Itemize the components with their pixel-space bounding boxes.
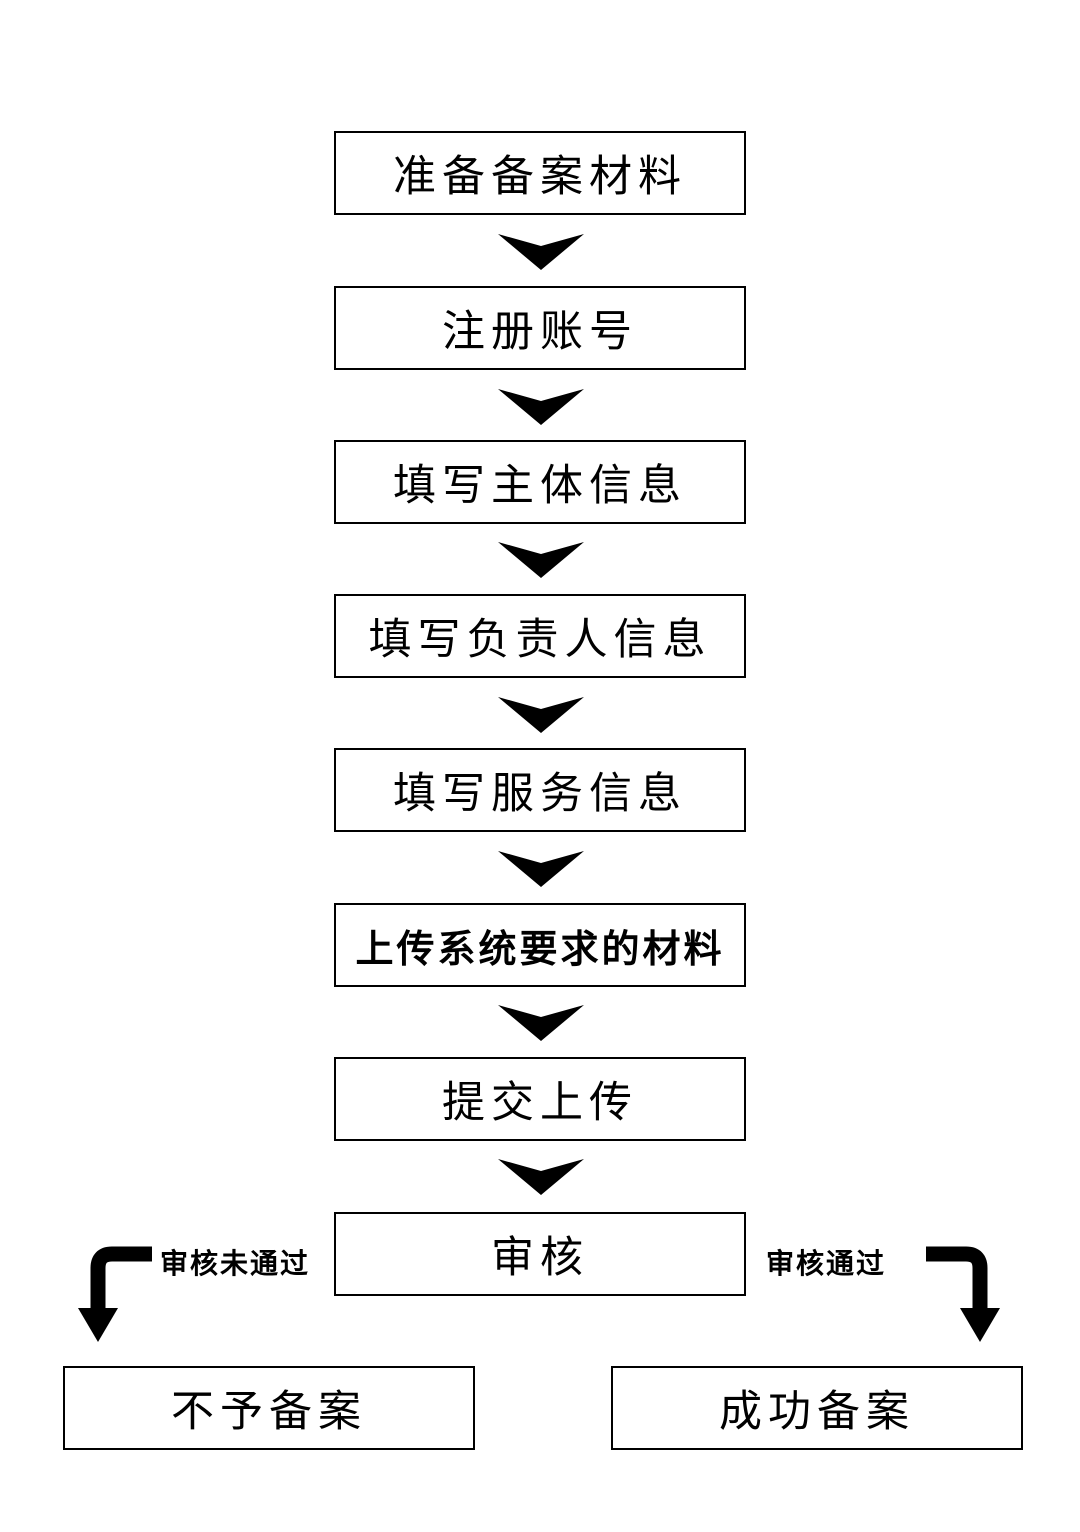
step-fill-entity-info-label: 填写主体信息 bbox=[393, 461, 687, 511]
fail-branch-arrow-icon bbox=[78, 1246, 152, 1342]
step-submit-upload-label: 提交上传 bbox=[442, 1078, 638, 1128]
step-fill-responsible-info-label: 填写负责人信息 bbox=[368, 615, 712, 665]
step-register-account: 注册账号 bbox=[334, 286, 746, 370]
flow-chevron-7 bbox=[498, 1159, 584, 1195]
step-fill-service-info-label: 填写服务信息 bbox=[393, 769, 687, 819]
flow-chevron-4 bbox=[498, 697, 584, 733]
result-success-label: 成功备案 bbox=[719, 1387, 915, 1437]
flow-chevron-1 bbox=[498, 234, 584, 270]
fail-branch-label: 审核未通过 bbox=[160, 1247, 311, 1280]
step-fill-responsible-info: 填写负责人信息 bbox=[334, 594, 746, 678]
result-success: 成功备案 bbox=[611, 1366, 1023, 1450]
flow-chevron-6 bbox=[498, 1005, 584, 1041]
flow-chevron-2 bbox=[498, 389, 584, 425]
step-fill-entity-info: 填写主体信息 bbox=[334, 440, 746, 524]
step-fill-service-info: 填写服务信息 bbox=[334, 748, 746, 832]
result-rejected: 不予备案 bbox=[63, 1366, 475, 1450]
step-register-account-label: 注册账号 bbox=[442, 307, 638, 357]
step-prepare-materials: 准备备案材料 bbox=[334, 131, 746, 215]
step-review-label: 审核 bbox=[491, 1233, 589, 1283]
step-review: 审核 bbox=[334, 1212, 746, 1296]
flow-chevron-3 bbox=[498, 542, 584, 578]
step-upload-materials-label: 上传系统要求的材料 bbox=[355, 926, 725, 971]
step-submit-upload: 提交上传 bbox=[334, 1057, 746, 1141]
step-upload-materials: 上传系统要求的材料 bbox=[334, 903, 746, 987]
result-rejected-label: 不予备案 bbox=[171, 1387, 367, 1437]
flow-chevron-5 bbox=[498, 851, 584, 887]
pass-branch-label: 审核通过 bbox=[766, 1247, 887, 1280]
step-prepare-materials-label: 准备备案材料 bbox=[393, 152, 687, 202]
pass-branch-arrow-icon bbox=[926, 1246, 1000, 1342]
